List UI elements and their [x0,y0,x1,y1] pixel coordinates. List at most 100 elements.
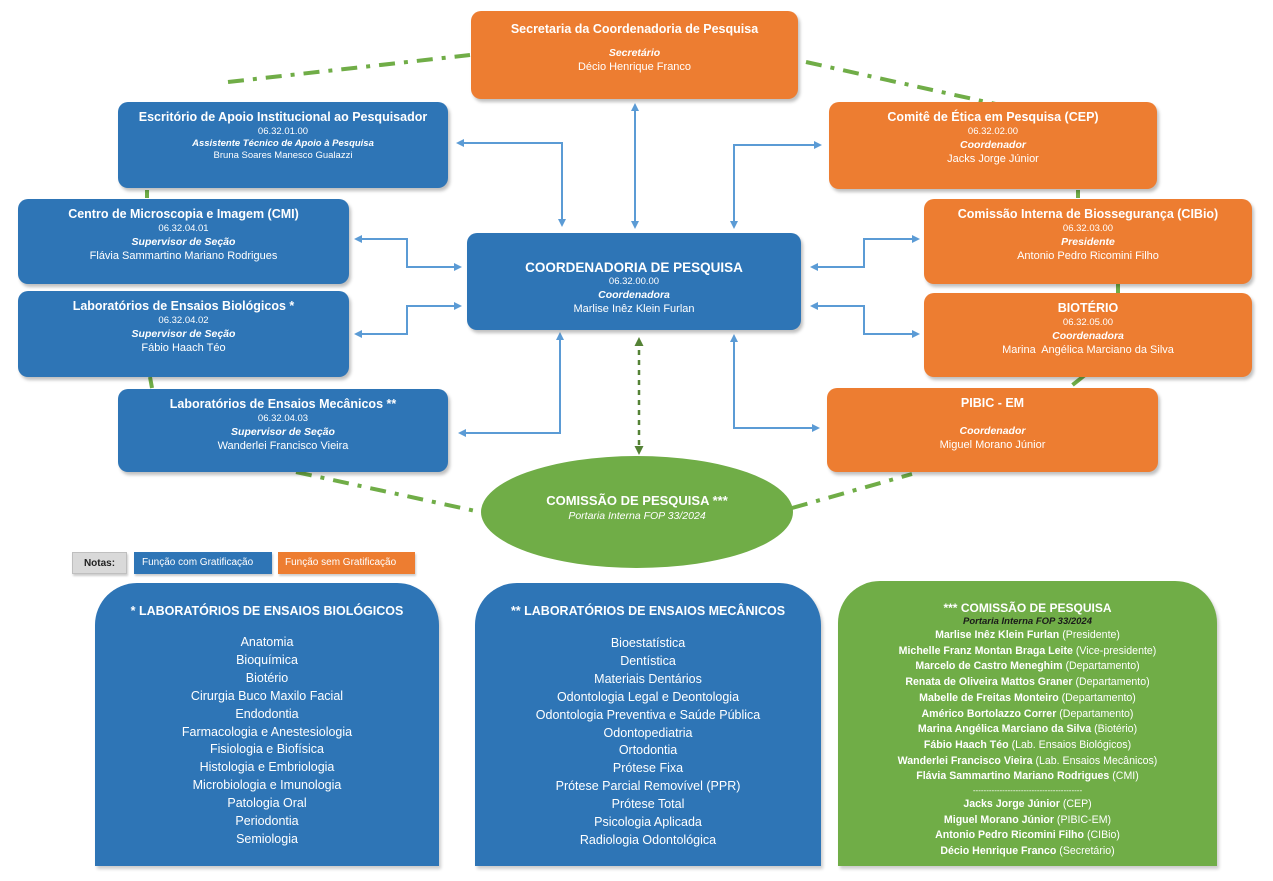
cmi-title: Centro de Microscopia e Imagem (CMI) [68,207,299,221]
lab-bio-person: Fábio Haach Téo [141,342,226,354]
mec-lab-item: Odontopediatria [603,725,693,740]
mec-lab-item: Prótese Parcial Removível (PPR) [555,779,741,794]
cibio-person: Antonio Pedro Ricomini Filho [1017,250,1159,262]
mec-lab-item: Radiologia Odontológica [579,832,717,847]
member-role: (CMI) [1109,770,1139,783]
escritorio-title: Escritório de Apoio Institucional ao Pes… [138,110,428,124]
member-name: Marina Angélica Marciano da Silva [917,723,1092,736]
escritorio-role: Assistente Técnico de Apoio à Pesquisa [192,138,374,149]
member-role: (CIBio) [1084,829,1120,842]
commission-member: Miguel Morano Júnior (PIBIC-EM) [838,813,1217,829]
mec-lab-item: Prótese Fixa [612,761,684,776]
bio-lab-item: Endodontia [235,706,299,721]
commission-member: Marcelo de Castro Meneghim (Departamento… [838,659,1217,675]
member-name: Mabelle de Freitas Monteiro [919,691,1059,704]
cibio-box[interactable]: Comissão Interna de Biossegurança (CIBio… [924,199,1252,284]
cibio-title: Comissão Interna de Biossegurança (CIBio… [957,207,1219,221]
member-role: (Departamento) [1056,707,1134,720]
mec-panel: ** LABORATÓRIOS DE ENSAIOS MECÂNICOS Bio… [475,583,821,866]
lab-mec-box[interactable]: Laboratórios de Ensaios Mecânicos ** 06.… [118,389,448,472]
escritorio-person: Bruna Soares Manesco Gualazzi [213,150,353,161]
lab-mec-role: Supervisor de Seção [231,426,335,438]
commission-member: Décio Henrique Franco (Secretário) [838,844,1217,860]
comissao-subtitle: Portaria Interna FOP 33/2024 [568,510,706,522]
comissao-members-list: Marlise Inêz Klein Furlan (Presidente)Mi… [838,628,1217,785]
cmi-box[interactable]: Centro de Microscopia e Imagem (CMI) 06.… [18,199,349,284]
mec-lab-item: Odontologia Legal e Deontologia [556,689,740,704]
pibic-title: PIBIC - EM [960,396,1025,410]
bio-lab-item: Farmacologia e Anestesiologia [181,724,353,739]
cibio-code: 06.32.03.00 [1062,223,1114,234]
legend-with-gratification: Função com Gratificação [134,552,272,574]
member-role: (Departamento) [1058,691,1136,704]
escritorio-box[interactable]: Escritório de Apoio Institucional ao Pes… [118,102,448,188]
secretaria-title: Secretaria da Coordenadoria de Pesquisa [510,22,759,36]
secretaria-person: Décio Henrique Franco [577,61,692,73]
bio-lab-item: Bioquímica [236,652,298,667]
mec-lab-item: Psicologia Aplicada [594,815,702,830]
lab-mec-person: Wanderlei Francisco Vieira [217,440,349,452]
lab-bio-title: Laboratórios de Ensaios Biológicos * [72,299,295,313]
comissao-ellipse[interactable]: COMISSÃO DE PESQUISA *** Portaria Intern… [481,456,793,568]
member-role: (Departamento) [1062,660,1140,673]
bio-lab-item: Microbiologia e Imunologia [192,778,342,793]
member-role: (CEP) [1059,798,1092,811]
mec-lab-item: Prótese Total [611,797,685,812]
member-name: Michelle Franz Montan Braga Leite [898,644,1073,657]
commission-member: Wanderlei Francisco Vieira (Lab. Ensaios… [838,754,1217,770]
comissao-panel-title: *** COMISSÃO DE PESQUISA [943,601,1112,615]
member-role: (Vice-presidente) [1072,644,1157,657]
legend-notes: Notas: [72,552,127,574]
legend-without-gratification: Função sem Gratificação [278,552,415,574]
cmi-person: Flávia Sammartino Mariano Rodrigues [89,250,278,262]
bio-lab-item: Biotério [245,670,289,685]
bio-lab-item: Semiologia [236,831,298,846]
comissao-members-list-2: Jacks Jorge Júnior (CEP)Miguel Morano Jú… [838,797,1217,860]
secretaria-box[interactable]: Secretaria da Coordenadoria de Pesquisa … [471,11,798,99]
cep-box[interactable]: Comitê de Ética em Pesquisa (CEP) 06.32.… [829,102,1157,189]
member-name: Fábio Haach Téo [923,738,1009,751]
secretaria-role: Secretário [608,47,661,59]
lab-mec-title: Laboratórios de Ensaios Mecânicos ** [169,397,397,411]
arrows [354,103,920,437]
commission-member: Marlise Inêz Klein Furlan (Presidente) [838,628,1217,644]
dashed-ring [145,53,1120,514]
cep-role: Coordenador [960,139,1026,151]
bio-lab-item: Fisiologia e Biofísica [210,742,324,757]
lab-bio-role: Supervisor de Seção [131,328,236,340]
cep-person: Jacks Jorge Júnior [947,153,1039,165]
pibic-box[interactable]: PIBIC - EM Coordenador Miguel Morano Jún… [827,388,1158,472]
commission-member: Marina Angélica Marciano da Silva (Bioté… [838,722,1217,738]
bioterio-code: 06.32.05.00 [1062,317,1114,328]
member-name: Marcelo de Castro Meneghim [915,660,1063,673]
bio-panel: * LABORATÓRIOS DE ENSAIOS BIOLÓGICOS Ana… [95,583,439,866]
coordenadoria-box[interactable]: COORDENADORIA DE PESQUISA 06.32.00.00 Co… [467,233,801,330]
cep-code: 06.32.02.00 [967,126,1019,137]
lab-bio-box[interactable]: Laboratórios de Ensaios Biológicos * 06.… [18,291,349,377]
commission-member: Michelle Franz Montan Braga Leite (Vice-… [838,644,1217,660]
commission-member: Mabelle de Freitas Monteiro (Departament… [838,691,1217,707]
mec-panel-title: ** LABORATÓRIOS DE ENSAIOS MECÂNICOS [510,604,786,618]
coordenadoria-code: 06.32.00.00 [608,276,660,287]
commission-member: Fábio Haach Téo (Lab. Ensaios Biológicos… [838,738,1217,754]
bio-lab-item: Patologia Oral [227,796,307,811]
comissao-panel: *** COMISSÃO DE PESQUISA Portaria Intern… [838,581,1217,866]
bioterio-person: Marina Angélica Marciano da Silva [1002,344,1174,356]
member-name: Marlise Inêz Klein Furlan [935,629,1060,641]
commission-member: Antonio Pedro Ricomini Filho (CIBio) [838,828,1217,844]
bioterio-title: BIOTÉRIO [1057,301,1119,315]
commission-member: Américo Bortolazzo Correr (Departamento) [838,707,1217,723]
legend-with-label: Função com Gratificação [142,557,254,568]
bio-lab-item: Periodontia [235,814,299,829]
member-role: (Biotério) [1091,723,1138,736]
bioterio-box[interactable]: BIOTÉRIO 06.32.05.00 Coordenadora Marina… [924,293,1252,377]
cibio-role: Presidente [1061,236,1115,248]
comissao-panel-subtitle: Portaria Interna FOP 33/2024 [962,616,1092,627]
member-name: Antonio Pedro Ricomini Filho [935,829,1084,842]
mec-lab-item: Materiais Dentários [594,671,702,686]
legend-notes-label: Notas: [83,558,116,569]
mec-lab-item: Dentística [620,653,676,668]
mec-lab-item: Odontologia Preventiva e Saúde Pública [535,707,761,722]
